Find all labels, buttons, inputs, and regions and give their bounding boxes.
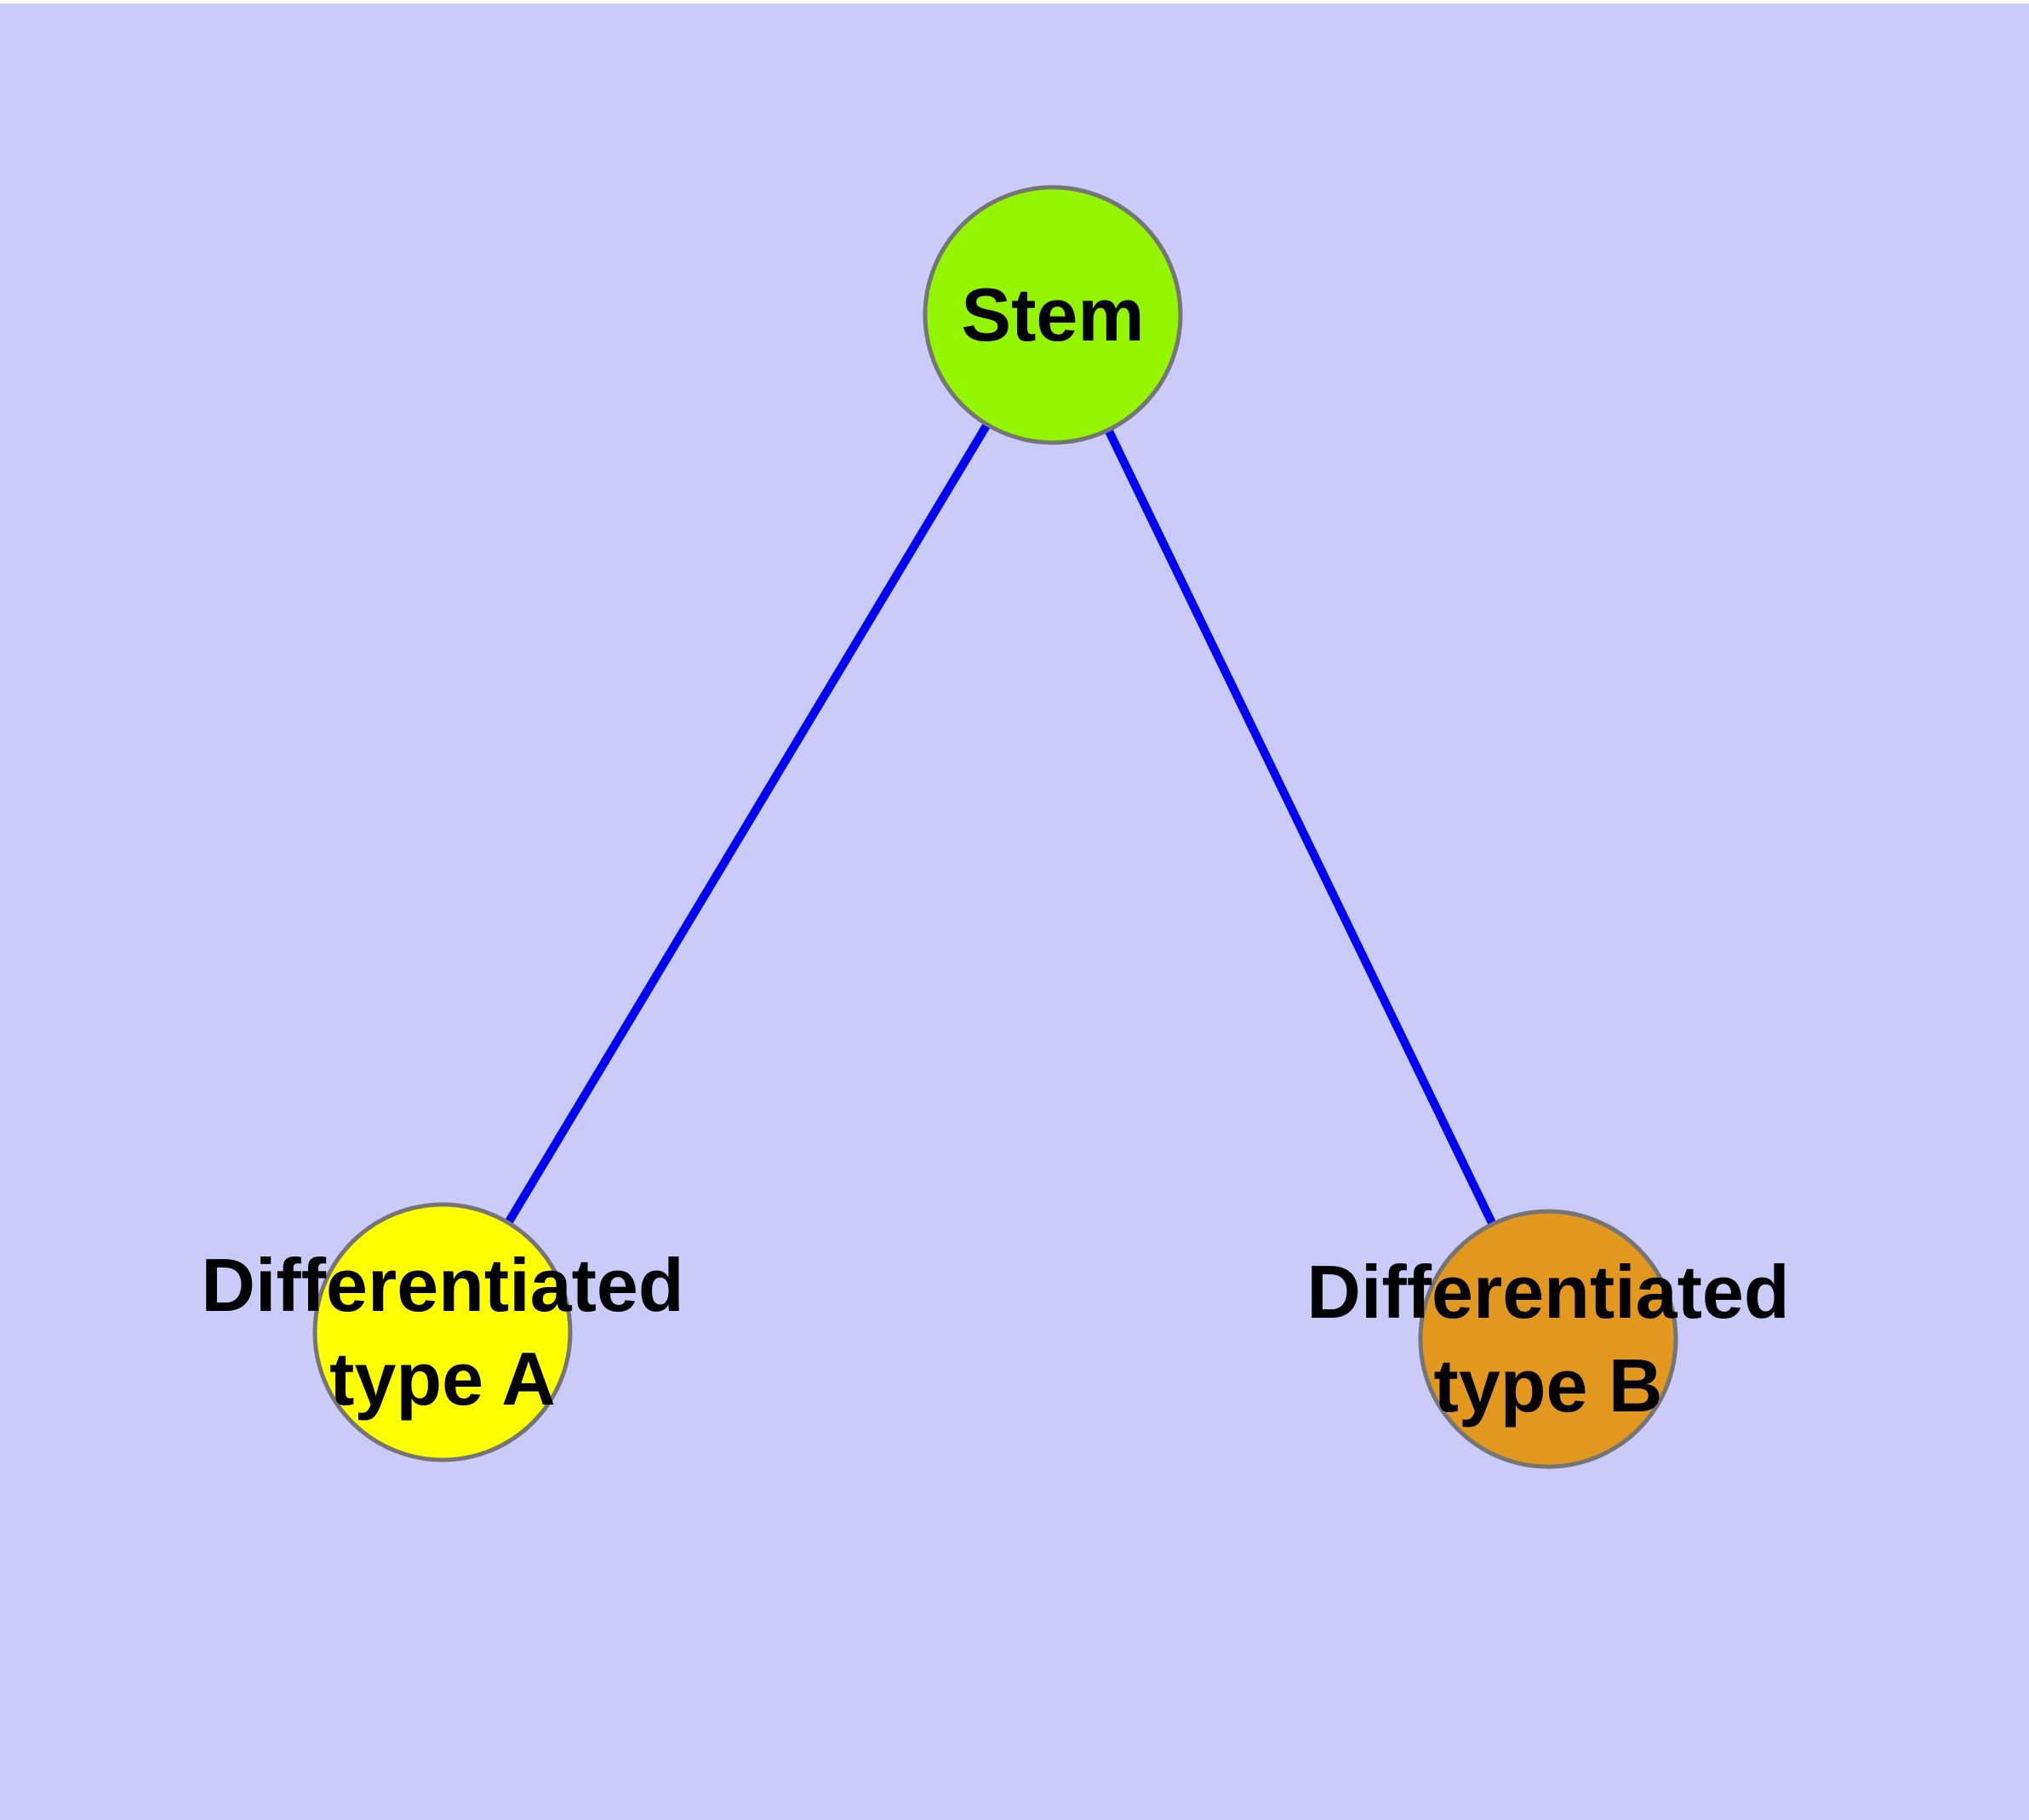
top-margin	[0, 0, 2029, 3]
edge-stem-to-type-a	[438, 312, 1057, 1335]
node-type-b-label: Differentiated type B	[1306, 1250, 1790, 1428]
node-type-b-circle	[1418, 1209, 1678, 1469]
diagram-canvas: Stem Differentiated type A Differentiate…	[0, 3, 2029, 1820]
node-stem-label: Stem	[961, 272, 1145, 357]
edge-stem-to-type-b	[1049, 312, 1552, 1342]
node-type-a-label: Differentiated type A	[201, 1243, 684, 1421]
node-stem-circle	[923, 185, 1183, 445]
graph-svg	[312, 185, 1678, 1469]
node-type-a-circle	[312, 1202, 573, 1462]
